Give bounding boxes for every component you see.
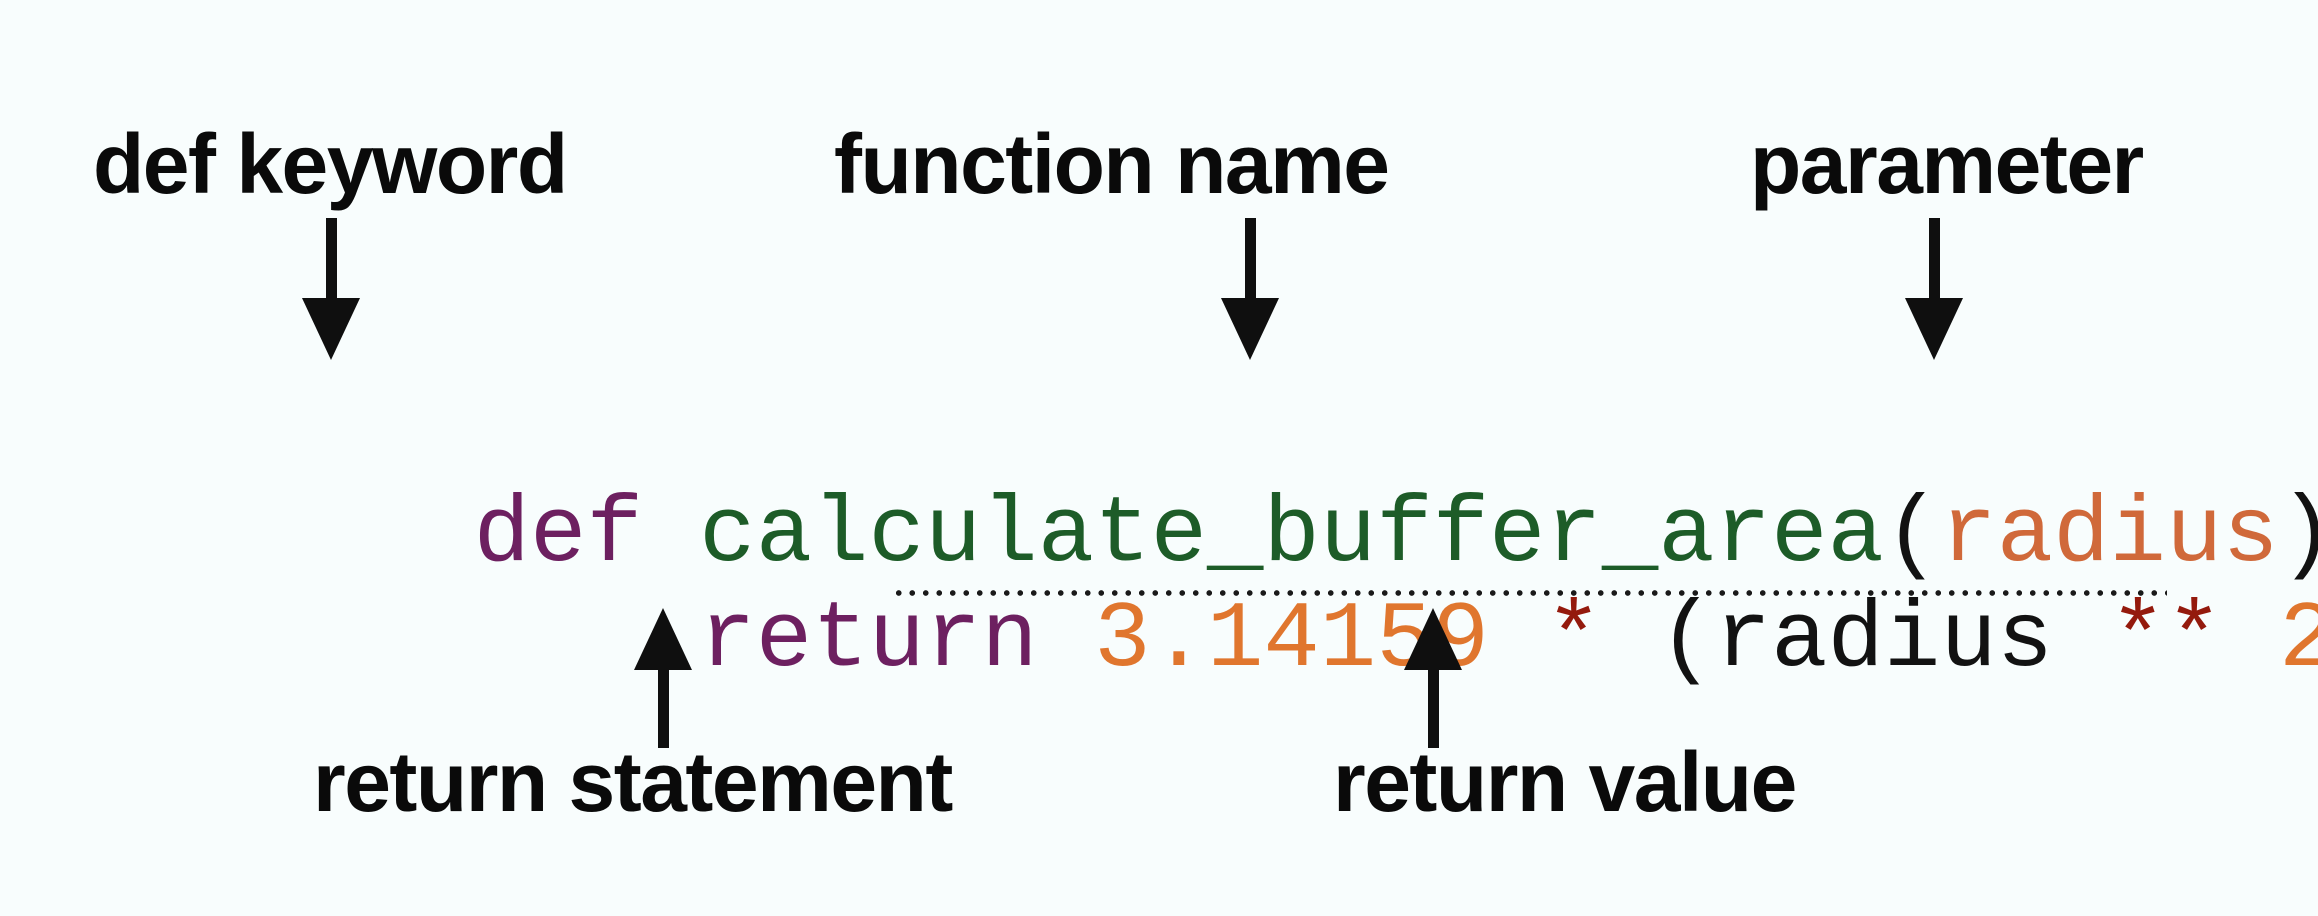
- def-keyword-arrow-down-icon: [302, 218, 360, 360]
- token-open-paren-radius: (radius: [1601, 588, 2110, 694]
- parameter-arrow-down-icon: [1905, 218, 1963, 360]
- token-return-keyword: return: [699, 588, 1038, 694]
- token-space: [1489, 588, 1545, 694]
- arrow-stem: [1244, 218, 1256, 298]
- arrow-head: [302, 298, 360, 360]
- arrow-stem: [1928, 218, 1940, 298]
- token-multiply-operator: *: [1545, 588, 1602, 694]
- def-keyword-label: def keyword: [93, 117, 568, 211]
- return-statement-label: return statement: [313, 735, 953, 829]
- function-name-arrow-down-icon: [1221, 218, 1279, 360]
- return-value-label: return value: [1333, 735, 1797, 829]
- code-line-def: def calculate_buffer_area(radius):: [248, 395, 2318, 677]
- token-space: [2222, 588, 2278, 694]
- token-function-name: calculate_buffer_area: [699, 483, 1884, 589]
- arrow-head: [1905, 298, 1963, 360]
- arrow-head: [1404, 608, 1462, 670]
- arrow-head: [634, 608, 692, 670]
- parameter-label: parameter: [1750, 117, 2144, 211]
- arrow-head: [1221, 298, 1279, 360]
- return-statement-arrow-up-icon: [634, 608, 692, 748]
- return-value-dotted-underline: [892, 589, 2167, 597]
- arrow-stem: [325, 218, 337, 298]
- arrow-stem: [1427, 670, 1439, 748]
- token-close-paren-colon: ):: [2279, 483, 2318, 589]
- return-value-arrow-up-icon: [1404, 608, 1462, 748]
- token-open-paren: (: [1883, 483, 1941, 589]
- token-parameter-radius: radius: [1940, 483, 2279, 589]
- token-power-operator: **: [2109, 588, 2223, 694]
- function-name-label: function name: [834, 117, 1390, 211]
- token-exponent-number: 2: [2278, 588, 2318, 694]
- token-space: [1038, 588, 1094, 694]
- arrow-stem: [657, 670, 669, 748]
- token-def-keyword: def: [473, 483, 643, 589]
